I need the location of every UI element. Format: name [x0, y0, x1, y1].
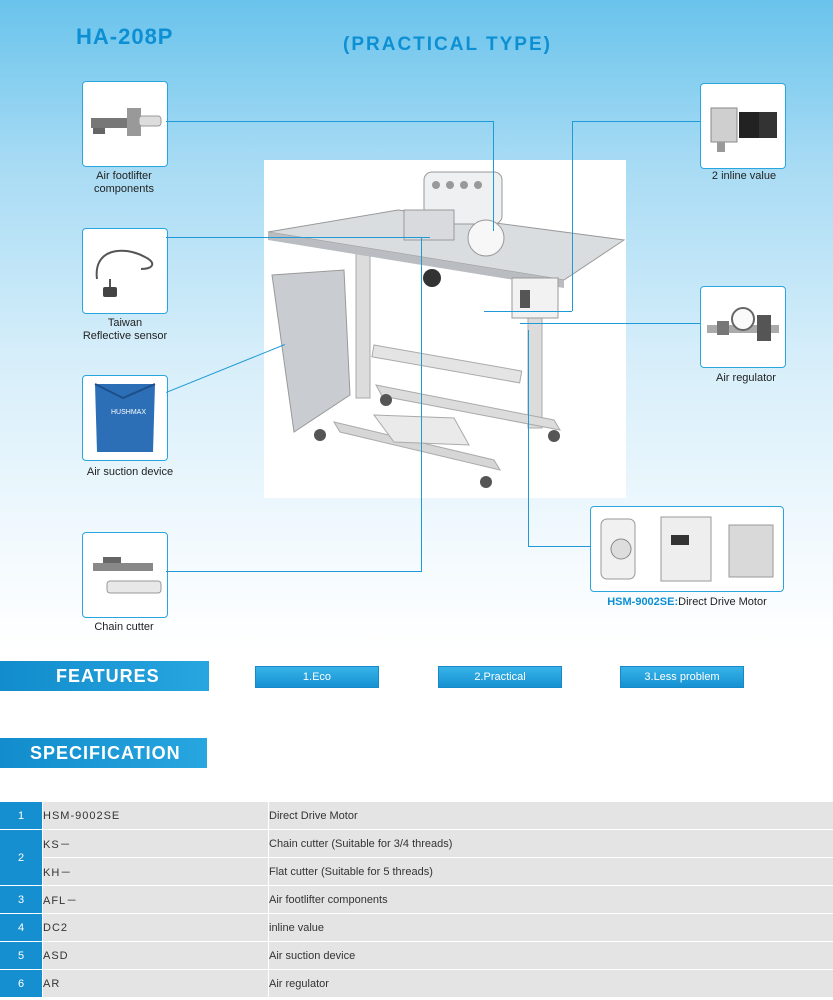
row-description: Air regulator [268, 969, 833, 998]
row-code: AR [42, 969, 269, 998]
row-description: Flat cutter (Suitable for 5 threads) [268, 857, 833, 886]
row-number: 1 [0, 802, 43, 830]
model-subtitle: (PRACTICAL TYPE) [343, 34, 552, 55]
air-suction-bag-icon: HUSHMAX [94, 383, 156, 452]
row-number: 5 [0, 941, 43, 970]
chain-cutter-connector [166, 571, 422, 572]
sensor-thumbnail [82, 228, 168, 314]
footlifter-connector-drop [493, 121, 494, 231]
row-description: Air footlifter components [268, 885, 833, 914]
reflective-sensor-icon [95, 249, 154, 297]
row-number: 4 [0, 913, 43, 942]
row-code: AFL－ [42, 885, 269, 914]
row-code: KH－ [42, 857, 269, 886]
air-regulator-caption: Air regulator [716, 372, 776, 384]
suction-caption: Air suction device [86, 466, 174, 478]
row-code: KS－ [42, 829, 269, 858]
table-row: 2 KS－ Chain cutter (Suitable for 3/4 thr… [0, 829, 833, 886]
table-row: 1 HSM-9002SE Direct Drive Motor [0, 802, 833, 830]
footlifter-caption-line2: components [94, 183, 154, 195]
footlifter-connector [166, 121, 494, 122]
row-description: Air suction device [268, 941, 833, 970]
feature-less-problem: 3.Less problem [620, 666, 744, 688]
motor-caption: HSM-9002SE:Direct Drive Motor [582, 596, 792, 609]
row-code: ASD [42, 941, 269, 970]
footlifter-thumbnail [82, 81, 168, 167]
features-heading: FEATURES [0, 661, 209, 691]
row-code: DC2 [42, 913, 269, 942]
model-title: HA-208P [76, 24, 174, 49]
direct-drive-motor-icon [600, 516, 774, 582]
chain-cutter-thumbnail [82, 532, 168, 618]
air-regulator-connector [520, 323, 700, 324]
inline-value-caption: 2 inline value [711, 170, 777, 182]
row-number: 2 [0, 829, 43, 886]
row-code: HSM-9002SE [42, 802, 269, 830]
table-row: 6 AR Air regulator [0, 969, 833, 998]
inline-value-connector-drop [572, 121, 573, 311]
table-row: 3 AFL－ Air footlifter components [0, 885, 833, 914]
footlifter-caption: Air footlifter components [74, 170, 174, 196]
chain-cutter-connector-rise [421, 237, 422, 571]
inline-value-connector [572, 121, 700, 122]
row-number: 3 [0, 885, 43, 914]
table-row: 4 DC2 inline value [0, 913, 833, 942]
sensor-caption-line1: Taiwan [107, 317, 143, 329]
chain-cutter-icon [93, 557, 162, 594]
row-description: Direct Drive Motor [268, 802, 833, 830]
footlifter-caption-line1: Air footlifter [96, 170, 152, 182]
inline-value-connector-end [484, 311, 572, 312]
table-row: KH－ Flat cutter (Suitable for 5 threads) [0, 857, 833, 886]
motor-description: Direct Drive Motor [678, 596, 767, 608]
inline-valve-icon [710, 107, 777, 152]
air-regulator-icon [707, 307, 779, 341]
motor-model: HSM-9002SE: [607, 596, 679, 608]
motor-thumbnail [590, 506, 784, 592]
suction-thumbnail: HUSHMAX [82, 375, 168, 461]
sensor-caption: Taiwan Reflective sensor [70, 317, 180, 343]
specification-heading: SPECIFICATION [0, 738, 207, 768]
sensor-caption-line2: Reflective sensor [82, 330, 168, 342]
row-number: 6 [0, 969, 43, 998]
motor-connector-drop [528, 330, 529, 546]
sensor-connector [166, 237, 430, 238]
machine-photo [264, 160, 626, 498]
row-description: inline value [268, 913, 833, 942]
sewing-machine-illustration [267, 171, 626, 488]
specification-table: 1 HSM-9002SE Direct Drive Motor 2 KS－ Ch… [0, 802, 833, 998]
footlifter-icon [91, 108, 162, 136]
feature-eco: 1.Eco [255, 666, 379, 688]
inline-value-thumbnail [700, 83, 786, 169]
chain-cutter-caption: Chain cutter [94, 621, 154, 633]
air-regulator-thumbnail [700, 286, 786, 368]
bag-brand-text: HUSHMAX [111, 409, 146, 416]
feature-practical: 2.Practical [438, 666, 562, 688]
motor-connector [528, 546, 590, 547]
table-row: 5 ASD Air suction device [0, 941, 833, 970]
row-description: Chain cutter (Suitable for 3/4 threads) [268, 829, 833, 858]
